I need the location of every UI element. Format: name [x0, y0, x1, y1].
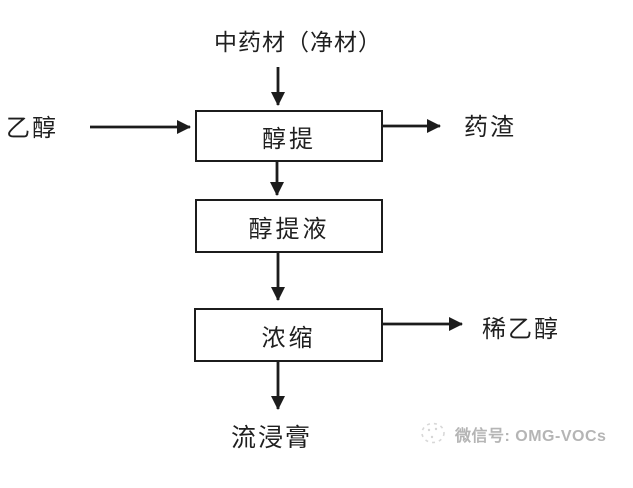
- flow-title: 中药材（净材）: [214, 29, 382, 55]
- watermark-text: 微信号: OMG-VOCs: [455, 427, 607, 445]
- process-box-concentration: 浓缩: [194, 308, 383, 362]
- label-ethanol-input: 乙醇: [6, 115, 58, 142]
- label-dilute-ethanol-output: 稀乙醇: [482, 316, 560, 343]
- label-residue-output: 药渣: [464, 114, 516, 141]
- process-box-alcohol-extraction: 醇提: [195, 110, 383, 162]
- process-box-alcohol-extract-liquid: 醇提液: [195, 199, 383, 253]
- wechat-logo-icon: [421, 422, 445, 444]
- watermark: 微信号: OMG-VOCs: [419, 420, 606, 447]
- label-final-product: 流浸膏: [231, 424, 313, 452]
